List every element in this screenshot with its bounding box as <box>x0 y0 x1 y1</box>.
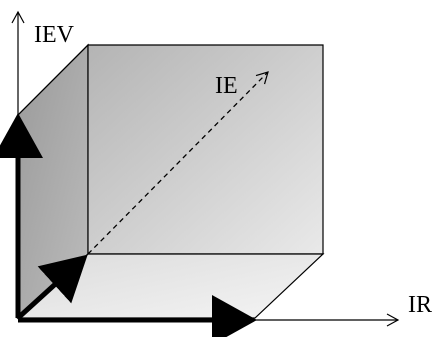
vertical-axis-label: IEV <box>34 22 75 48</box>
diagonal-dashed-vector <box>87 71 269 255</box>
cube-front-face <box>87 44 324 255</box>
horizontal-axis-label: IR <box>408 292 432 318</box>
cube-top-edge <box>17 44 89 116</box>
bold-diagonal-vector <box>16 254 88 320</box>
diagonal-label: IE <box>215 73 238 99</box>
